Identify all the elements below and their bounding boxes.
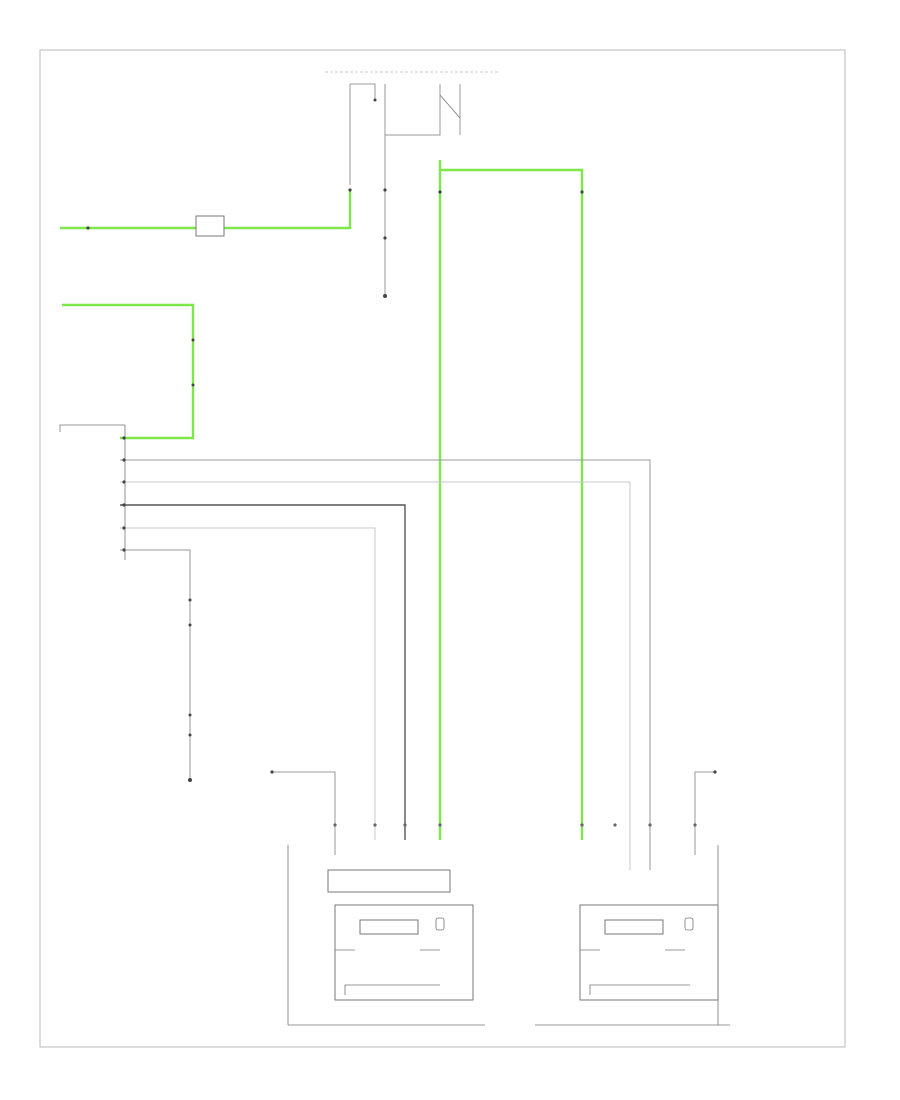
control-feed (62, 303, 195, 440)
control-module (59, 424, 651, 870)
lower-connectors (188, 598, 192, 782)
junction-ground (383, 135, 387, 298)
right-seat-heater (535, 823, 730, 1026)
diagram-frame (39, 49, 846, 1048)
left-fuse (60, 188, 352, 237)
left-ground-ref (270, 770, 336, 855)
left-seat-heater (287, 823, 485, 1026)
heater-feed-wires (438, 160, 584, 840)
relay (439, 94, 461, 119)
right-ground-ref (694, 770, 717, 855)
top-fuse-block (325, 71, 500, 185)
